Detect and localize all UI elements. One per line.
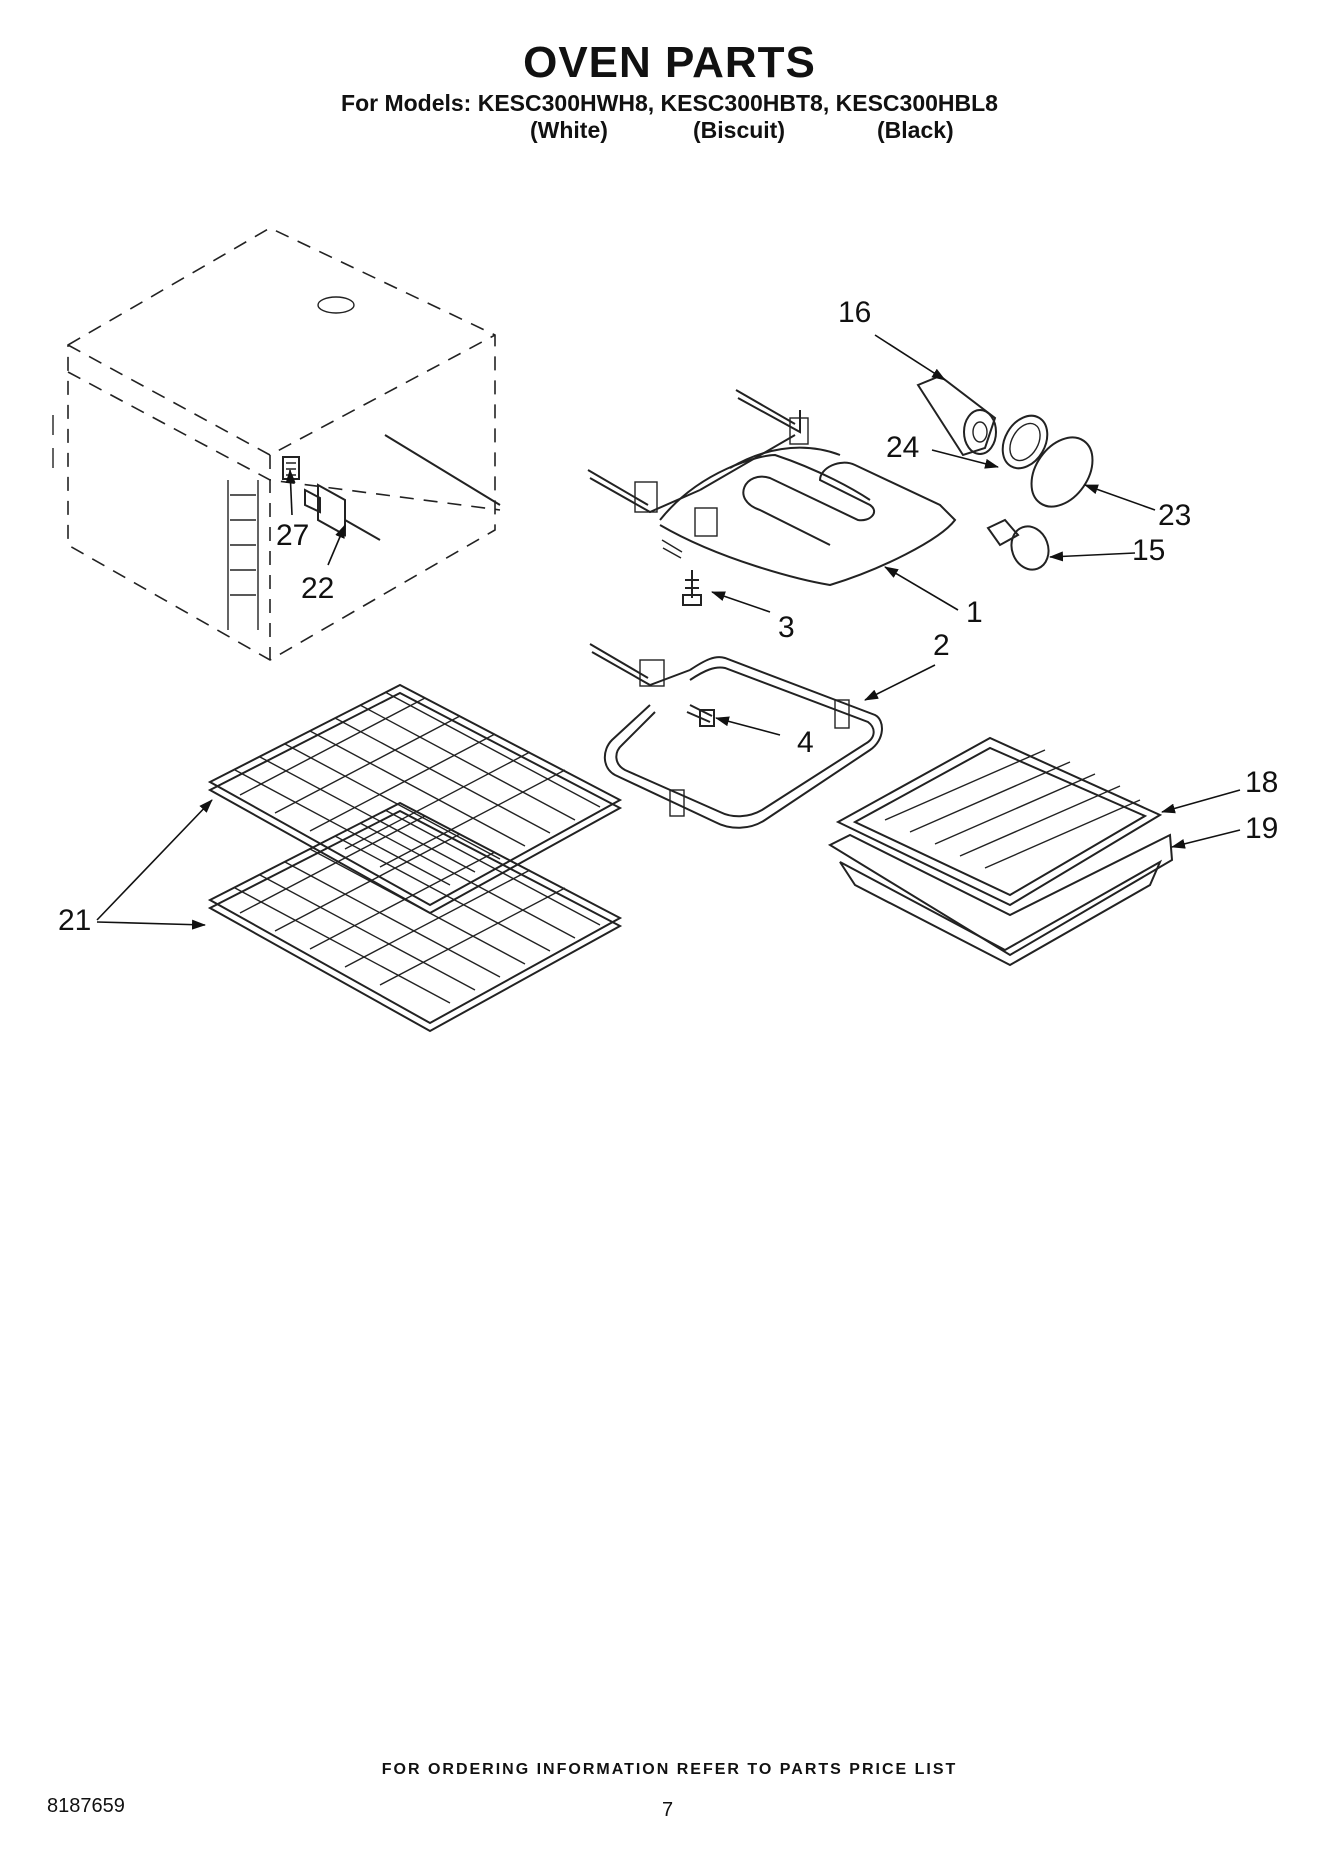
oven-cavity-outline: [52, 227, 501, 661]
page-number: 7: [662, 1799, 674, 1821]
ordering-info-note: FOR ORDERING INFORMATION REFER TO PARTS …: [381, 1761, 958, 1778]
part-15-bulb: [986, 518, 1050, 571]
color-black: (Black): [877, 117, 954, 143]
callout-22: 22: [301, 572, 334, 605]
part-18-broiler-grid: [835, 736, 1163, 907]
leader-arrows: [96, 334, 1241, 930]
callout-27: 27: [276, 519, 309, 552]
callout-3: 3: [778, 611, 795, 644]
callout-21: 21: [58, 904, 91, 937]
callout-19: 19: [1245, 812, 1278, 845]
callout-24: 24: [886, 431, 919, 464]
part-3-screw: [682, 570, 702, 606]
part-24-gasket: [1001, 414, 1049, 470]
callout-1: 1: [966, 596, 983, 629]
part-16-light-socket: [916, 374, 997, 457]
page-title: OVEN PARTS: [523, 38, 816, 87]
part-4-screw: [686, 704, 715, 727]
callout-16: 16: [838, 296, 871, 329]
models-line: For Models: KESC300HWH8, KESC300HBT8, KE…: [341, 90, 998, 116]
callout-23: 23: [1158, 499, 1191, 532]
color-white: (White): [530, 117, 608, 143]
callout-4: 4: [797, 726, 814, 759]
part-2-bake-element: [589, 643, 883, 829]
part-23-lens: [1030, 436, 1094, 508]
callout-2: 2: [933, 629, 950, 662]
part-21-oven-racks: [207, 683, 623, 1033]
callout-18: 18: [1245, 766, 1278, 799]
callout-15: 15: [1132, 534, 1165, 567]
color-biscuit: (Biscuit): [693, 117, 785, 143]
part-1-broil-element: [587, 389, 957, 587]
part-19-broiler-pan: [827, 833, 1174, 967]
document-number: 8187659: [47, 1795, 125, 1817]
